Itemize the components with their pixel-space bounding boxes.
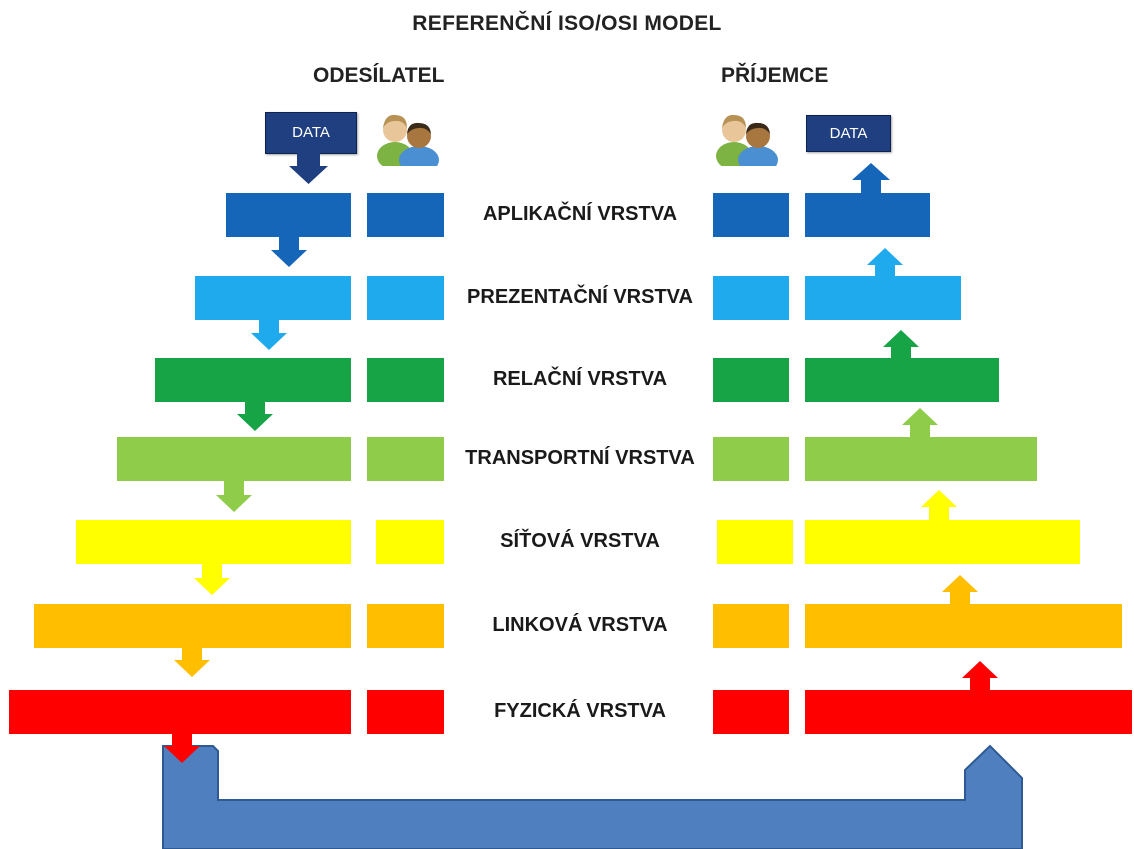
- arrow-up-sitova: [921, 490, 957, 520]
- sender-block-transportni: [367, 437, 444, 481]
- layer-label-prezentacni: PREZENTAČNÍ VRSTVA: [467, 286, 693, 308]
- arrow-up-transportni: [902, 408, 938, 437]
- receiver-users-icon: [716, 114, 778, 166]
- arrow-up-data: [852, 163, 890, 193]
- diagram-title: REFERENČNÍ ISO/OSI MODEL: [412, 12, 722, 35]
- receiver-bar-linkova: [805, 604, 1122, 648]
- sender-block-fyzicka: [367, 690, 444, 734]
- sender-data-box: DATA: [265, 112, 357, 154]
- receiver-bar-prezentacni: [805, 276, 961, 320]
- receiver-block-fyzicka: [713, 690, 789, 734]
- receiver-bar-relacni: [805, 358, 999, 402]
- receiver-block-relacni: [713, 358, 789, 402]
- sender-bar-prezentacni: [195, 276, 351, 320]
- layer-label-linkova: LINKOVÁ VRSTVA: [492, 614, 668, 636]
- layer-label-relacni: RELAČNÍ VRSTVA: [492, 368, 668, 390]
- sender-users-icon: [377, 114, 439, 166]
- receiver-block-sitova: [717, 520, 793, 564]
- arrow-down-aplikacni: [271, 237, 307, 267]
- sender-block-sitova: [376, 520, 444, 564]
- receiver-block-aplikacni: [713, 193, 789, 237]
- sender-bar-sitova: [76, 520, 351, 564]
- arrow-down-relacni: [237, 402, 273, 431]
- sender-block-relacni: [367, 358, 444, 402]
- arrow-down-fyzicka: [164, 734, 200, 763]
- layer-label-sitova: SÍŤOVÁ VRSTVA: [500, 530, 660, 552]
- layer-label-transportni: TRANSPORTNÍ VRSTVA: [465, 447, 695, 469]
- layer-label-fyzicka: FYZICKÁ VRSTVA: [494, 700, 666, 722]
- arrow-up-fyzicka: [962, 661, 998, 690]
- receiver-block-prezentacni: [713, 276, 789, 320]
- layer-label-aplikacni: APLIKAČNÍ VRSTVA: [482, 203, 678, 225]
- receiver-block-transportni: [713, 437, 789, 481]
- receiver-heading: PŘÍJEMCE: [721, 64, 829, 87]
- sender-bar-linkova: [34, 604, 351, 648]
- sender-block-linkova: [367, 604, 444, 648]
- arrow-down-sitova: [194, 564, 230, 595]
- arrow-up-linkova: [942, 575, 978, 604]
- receiver-bar-fyzicka: [805, 690, 1132, 734]
- sender-block-aplikacni: [367, 193, 444, 237]
- arrow-up-prezentacni: [867, 248, 903, 276]
- arrow-down-transportni: [216, 481, 252, 512]
- arrow-down-prezentacni: [251, 320, 287, 350]
- arrow-down-linkova: [174, 648, 210, 677]
- sender-bar-transportni: [117, 437, 351, 481]
- transmission-medium: [162, 744, 1023, 849]
- receiver-bar-sitova: [805, 520, 1080, 564]
- arrow-up-relacni: [883, 330, 919, 358]
- sender-bar-relacni: [155, 358, 351, 402]
- sender-heading: ODESÍLATEL: [313, 64, 445, 87]
- receiver-bar-aplikacni: [805, 193, 930, 237]
- sender-block-prezentacni: [367, 276, 444, 320]
- sender-bar-fyzicka: [9, 690, 351, 734]
- arrow-down-data: [289, 152, 328, 184]
- receiver-block-linkova: [713, 604, 789, 648]
- receiver-data-box: DATA: [806, 115, 891, 152]
- sender-bar-aplikacni: [226, 193, 351, 237]
- receiver-bar-transportni: [805, 437, 1037, 481]
